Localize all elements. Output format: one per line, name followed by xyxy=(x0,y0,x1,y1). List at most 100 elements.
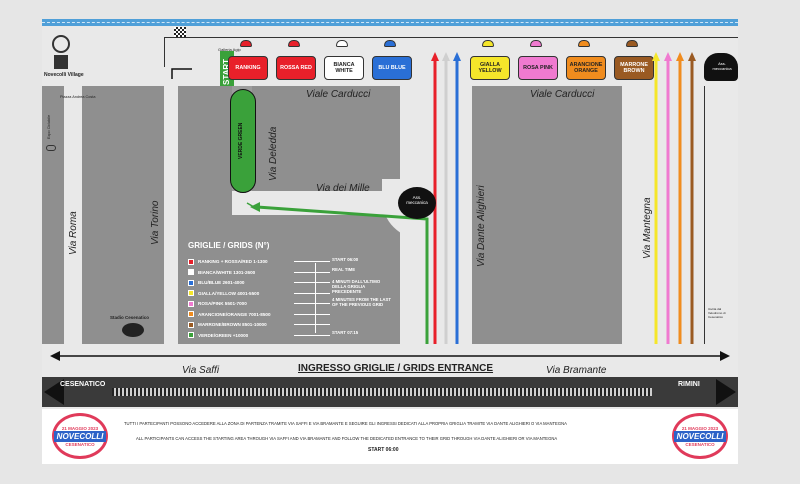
bicycle-icon xyxy=(46,145,56,151)
legend-connector xyxy=(294,261,330,262)
legend-note-four-min-en: 4 MINUTES FROM THE LAST OF THE PREVIOUS … xyxy=(332,297,391,307)
logo-left-name: NOVECOLLI xyxy=(53,430,107,442)
legend-swatch xyxy=(188,269,194,275)
lane-arrow-head xyxy=(652,52,660,61)
rimini-label: RIMINI xyxy=(678,381,700,388)
legend-row: BIANCA/WHITE 1301-2600 xyxy=(188,268,255,277)
right-grid-box: ARANCIONE ORANGE xyxy=(566,56,606,80)
legend-swatch xyxy=(188,321,194,328)
legend-row-label: RANKING + ROSSA/RED 1-1300 xyxy=(198,259,268,264)
assistance-top-label: Ass. meccanica xyxy=(712,61,732,71)
assistance-top xyxy=(704,53,738,81)
via-bramante-label: Via Bramante xyxy=(546,365,607,376)
legend-row-label: MARRONE/BROWN 8501-10000 xyxy=(198,322,267,327)
left-shoe-icon xyxy=(336,40,348,47)
railway-arrows xyxy=(44,379,736,405)
stadio-label: Stadio Cesenatico xyxy=(110,315,150,320)
legend-row-label: ROSA/PINK 5501-7000 xyxy=(198,301,247,306)
legend-connector xyxy=(294,313,330,315)
legend-row: ROSA/PINK 5501-7000 xyxy=(188,299,247,308)
right-shoe-icon xyxy=(482,40,494,47)
logo-right: 21 MAGGIO 2023 NOVECOLLI CESENATICO xyxy=(672,413,728,459)
footer-line-en: ALL PARTICIPANTS CAN ACCESS THE STARTING… xyxy=(136,436,558,441)
logo-left-top: 21 MAGGIO 2023 xyxy=(61,425,99,431)
piazza-label: Piazza Andrea Costa xyxy=(60,95,96,99)
village-label: Novecolli Village xyxy=(44,72,84,78)
green-arrow-head xyxy=(250,202,260,212)
sea-dash xyxy=(42,22,738,23)
legend-swatch xyxy=(188,300,194,307)
footer: 21 MAGGIO 2023 NOVECOLLI CESENATICO TUTT… xyxy=(42,409,738,464)
legend-row: MARRONE/BROWN 8501-10000 xyxy=(188,320,267,329)
entrance-arrows xyxy=(50,351,730,361)
logo-right-name: NOVECOLLI xyxy=(673,430,727,442)
legend-row-label: ARANCIONE/ORANGE 7001-8500 xyxy=(198,311,271,317)
legend-note-start: START 06:00 xyxy=(332,257,359,262)
green-route-path xyxy=(256,205,429,344)
lane-arrow-head xyxy=(676,52,684,61)
left-grid-box: BIANCA WHITE xyxy=(324,56,364,80)
right-grid-box: MARRONE BROWN xyxy=(614,56,654,80)
via-dei-mille-label: Via dei Mille xyxy=(316,183,370,194)
block-dante xyxy=(472,86,622,344)
legend-connector xyxy=(294,282,330,283)
legend-row: ARANCIONE/ORANGE 7001-8500 xyxy=(188,310,271,319)
viale-carducci-left: Viale Carducci xyxy=(306,89,371,100)
legend-note-start-end: START 07:15 xyxy=(332,330,359,335)
footer-start: START 06:00 xyxy=(368,447,399,453)
logo-right-top: 21 MAGGIO 2023 xyxy=(681,425,719,431)
legend-row-label: BIANCA/WHITE 1301-2600 xyxy=(198,269,256,275)
lane-arrow-head xyxy=(442,52,450,61)
uscita-label: Uscita dal Velodromo di Cesenatico xyxy=(708,307,726,319)
legend-row: GIALLA/YELLOW 4001-5500 xyxy=(188,289,259,298)
ferris-wheel-icon xyxy=(52,35,70,53)
legend-row-label: GIALLA/YELLOW 4001-5500 xyxy=(198,290,260,296)
left-road-line xyxy=(164,37,165,67)
legend-connector xyxy=(294,271,330,273)
logo-right-bottom: CESENATICO xyxy=(685,441,715,447)
cesenatico-label: CESENATICO xyxy=(60,381,106,388)
left-grid-box: ROSSA RED xyxy=(276,56,316,80)
legend-connector xyxy=(294,334,330,336)
legend-bracket xyxy=(288,263,316,333)
block-right xyxy=(704,86,738,344)
checkered-flag-icon xyxy=(174,27,186,37)
dante-lanes xyxy=(431,52,461,344)
return-arrow-path xyxy=(246,202,255,208)
legend-row: VERDE/GREEN +10000 xyxy=(188,331,248,340)
entrance-label: INGRESSO GRIGLIE / GRIDS ENTRANCE xyxy=(298,363,494,374)
footer-line-it: TUTTI I PARTECIPANTI POSSONO ACCEDERE AL… xyxy=(124,421,567,426)
right-shoe-icon xyxy=(530,40,542,47)
legend-connector xyxy=(294,324,330,325)
legend-row: RANKING + ROSSA/RED 1-1300 xyxy=(188,257,268,266)
block-via-roma xyxy=(82,86,164,344)
start-area-map: Novecolli Village Galleria Agip START RA… xyxy=(42,19,738,464)
legend-row-label: BLU/BLUE 2601-4000 xyxy=(198,280,245,285)
legend-row-label: VERDE/GREEN +10000 xyxy=(198,332,249,338)
galleria-label: Galleria Agip xyxy=(218,47,241,52)
assistance-mid-label: Ass. meccanica xyxy=(406,195,428,205)
left-grid-box: BLU BLUE xyxy=(372,56,412,80)
right-grid-box: GIALLA YELLOW xyxy=(470,56,510,80)
logo-left-bottom: CESENATICO xyxy=(65,441,95,447)
left-grid-box: RANKING xyxy=(228,56,268,80)
legend-swatch xyxy=(188,290,194,296)
legend-swatch xyxy=(188,258,194,265)
legend-row: BLU/BLUE 2601-4000 xyxy=(188,278,244,287)
legend-note-four-min-it: 4 MINUTI DALL'ULTIMO DELLA GRIGLIA PRECE… xyxy=(332,279,381,294)
left-shoe-icon xyxy=(240,40,252,47)
lanes-svg xyxy=(171,52,696,344)
top-road-line xyxy=(164,37,738,38)
legend-note-real-time: REAL TIME xyxy=(332,267,356,272)
legend-swatch xyxy=(188,332,194,338)
right-shoe-icon xyxy=(626,40,638,47)
mantegna-lanes xyxy=(652,52,696,344)
logo-left: 21 MAGGIO 2023 NOVECOLLI CESENATICO xyxy=(52,413,108,459)
left-shoe-icon xyxy=(384,40,396,47)
green-grid-oval xyxy=(230,89,256,193)
legend-connector xyxy=(294,292,330,294)
right-grid-box: ROSA PINK xyxy=(518,56,558,80)
viale-carducci-right: Viale Carducci xyxy=(530,89,595,100)
lane-arrow-head xyxy=(431,52,439,61)
